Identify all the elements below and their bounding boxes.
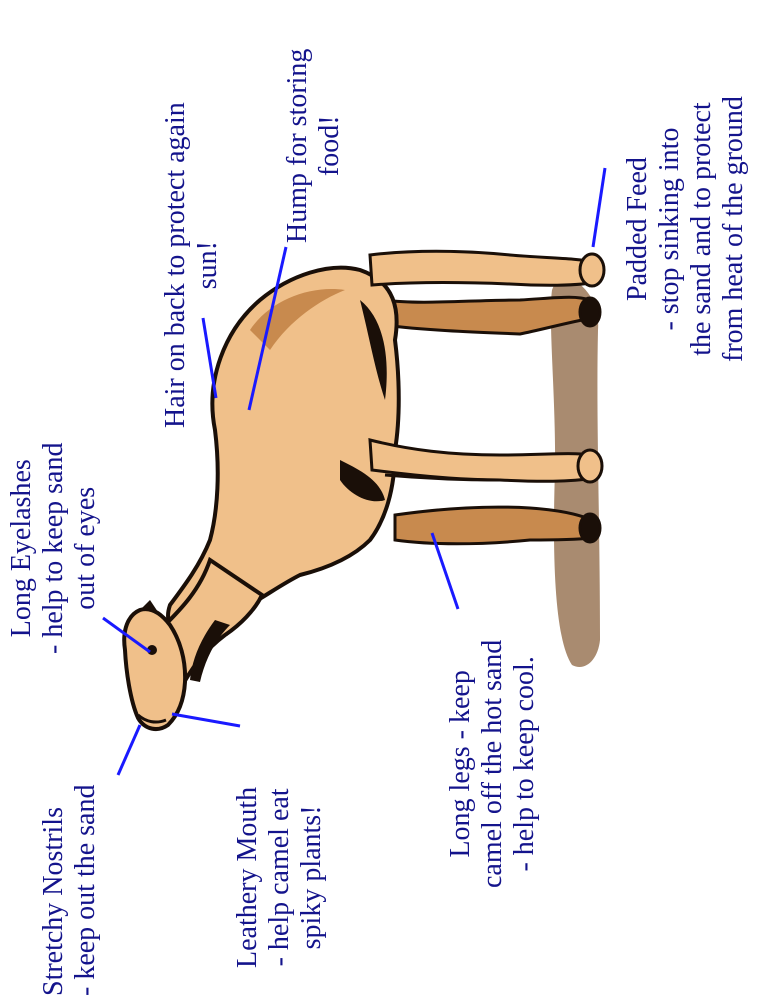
hind-legs: [370, 251, 598, 285]
label-mouth: Leathery Mouth - help camel eat spiky pl…: [232, 787, 328, 968]
label-nostrils: Stretchy Nostrils - keep out the sand: [38, 785, 102, 997]
label-hair: Hair on back to protect again sun!: [160, 102, 224, 428]
pointer-nostrils: [118, 725, 140, 775]
label-feet: Padded Feed - stop sinking into the sand…: [622, 96, 750, 362]
pointer-feet: [593, 168, 605, 247]
label-eyelashes: Long Eyelashes - help to keep sand out o…: [6, 443, 102, 655]
pointer-mouth: [172, 714, 240, 726]
label-hump: Hump for storing food!: [282, 49, 346, 243]
label-legs: Long legs - keep camel off the hot sand …: [445, 640, 541, 888]
